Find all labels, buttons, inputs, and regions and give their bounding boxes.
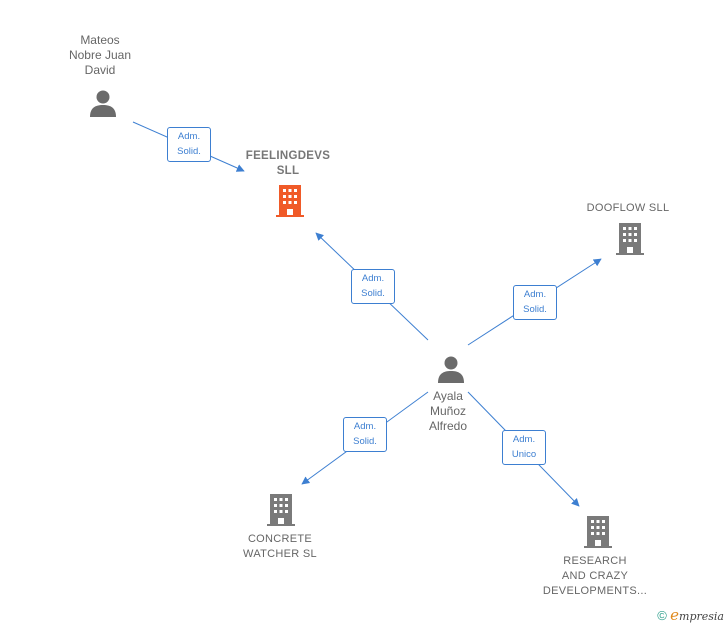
brand-initial: e: [670, 606, 680, 624]
company-label-dooflow[interactable]: DOOFLOW SLL: [586, 202, 670, 214]
company-label-research[interactable]: RESEARCH AND CRAZY DEVELOPMENTS...: [542, 555, 648, 597]
building-icon[interactable]: [274, 184, 306, 218]
building-icon[interactable]: [265, 493, 297, 527]
building-icon[interactable]: [582, 515, 614, 549]
person-icon[interactable]: [88, 88, 118, 118]
person-label-mateos[interactable]: Mateos Nobre Juan David: [68, 33, 132, 77]
company-label-feelingdevs[interactable]: FEELINGDEVS SLL: [245, 150, 331, 177]
person-label-ayala[interactable]: Ayala Muñoz Alfredo: [428, 389, 468, 433]
edge-label-ayala-research: Adm. Unico: [502, 430, 546, 465]
edge-label-mateos-feelingdevs: Adm. Solid.: [167, 127, 211, 162]
building-icon[interactable]: [614, 222, 646, 256]
edge-label-ayala-feelingdevs: Adm. Solid.: [351, 269, 395, 304]
person-icon[interactable]: [436, 354, 466, 384]
copyright-icon: ©: [657, 608, 667, 623]
company-label-concrete-watcher[interactable]: CONCRETE WATCHER SL: [243, 533, 317, 560]
edge-label-ayala-dooflow: Adm. Solid.: [513, 285, 557, 320]
edge-label-ayala-concrete: Adm. Solid.: [343, 417, 387, 452]
brand-logo: © empresia: [657, 606, 724, 624]
brand-name: mpresia: [679, 610, 724, 623]
